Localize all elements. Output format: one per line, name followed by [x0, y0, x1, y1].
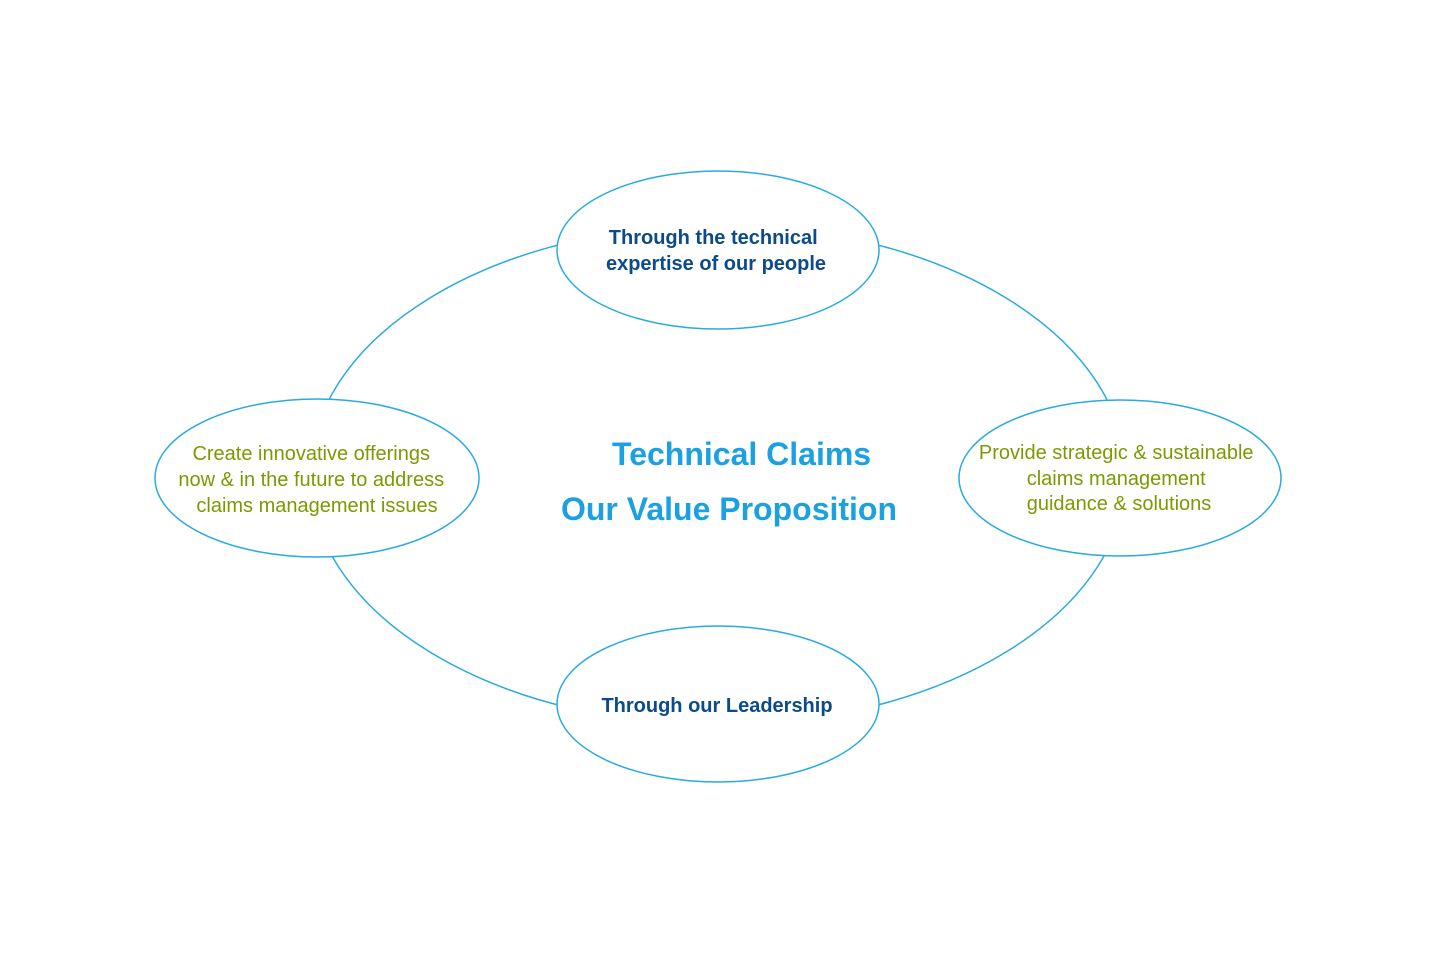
node-bottom-line1: Through our Leadership	[601, 695, 832, 717]
node-left-line3: claims management issues	[196, 495, 437, 517]
center-title-line2: Our Value Proposition	[561, 491, 897, 527]
node-right-line1: Provide strategic & sustainable	[979, 442, 1254, 464]
node-bottom: Through our Leadership	[556, 625, 880, 783]
center-title-line1: Technical Claims	[612, 436, 871, 472]
node-top: Through the technical expertise of our p…	[556, 170, 880, 330]
node-left-line1: Create innovative offerings	[192, 443, 430, 465]
svg-text:Create innovative offerings: Create innovative offerings now & in the…	[178, 443, 449, 517]
node-top-line1: Through the technical	[609, 227, 818, 249]
node-left-ellipse	[154, 398, 480, 558]
node-right: Provide strategic & sustainable claims m…	[958, 399, 1282, 557]
node-bottom-ellipse	[556, 625, 880, 783]
svg-text:Through the technical ex: Through the technical expertise of our p…	[606, 227, 826, 275]
node-right-line3: guidance & solutions	[1027, 493, 1212, 515]
node-right-line2: claims management	[1027, 468, 1206, 490]
node-right-ellipse	[958, 399, 1282, 557]
node-left: Create innovative offerings now & in the…	[154, 398, 480, 558]
svg-text:Through our Leadership: Through our Leadership	[601, 695, 832, 717]
svg-text:Technical Claims Our Val: Technical Claims Our Value Proposition	[561, 436, 897, 527]
node-left-line2: now & in the future to address	[178, 469, 444, 491]
node-top-line2: expertise of our people	[606, 253, 826, 275]
node-top-ellipse	[556, 170, 880, 330]
center-title: Technical Claims Our Value Proposition	[561, 436, 897, 527]
svg-text:Provide strategic & sustainabl: Provide strategic & sustainable claims m…	[979, 442, 1259, 515]
